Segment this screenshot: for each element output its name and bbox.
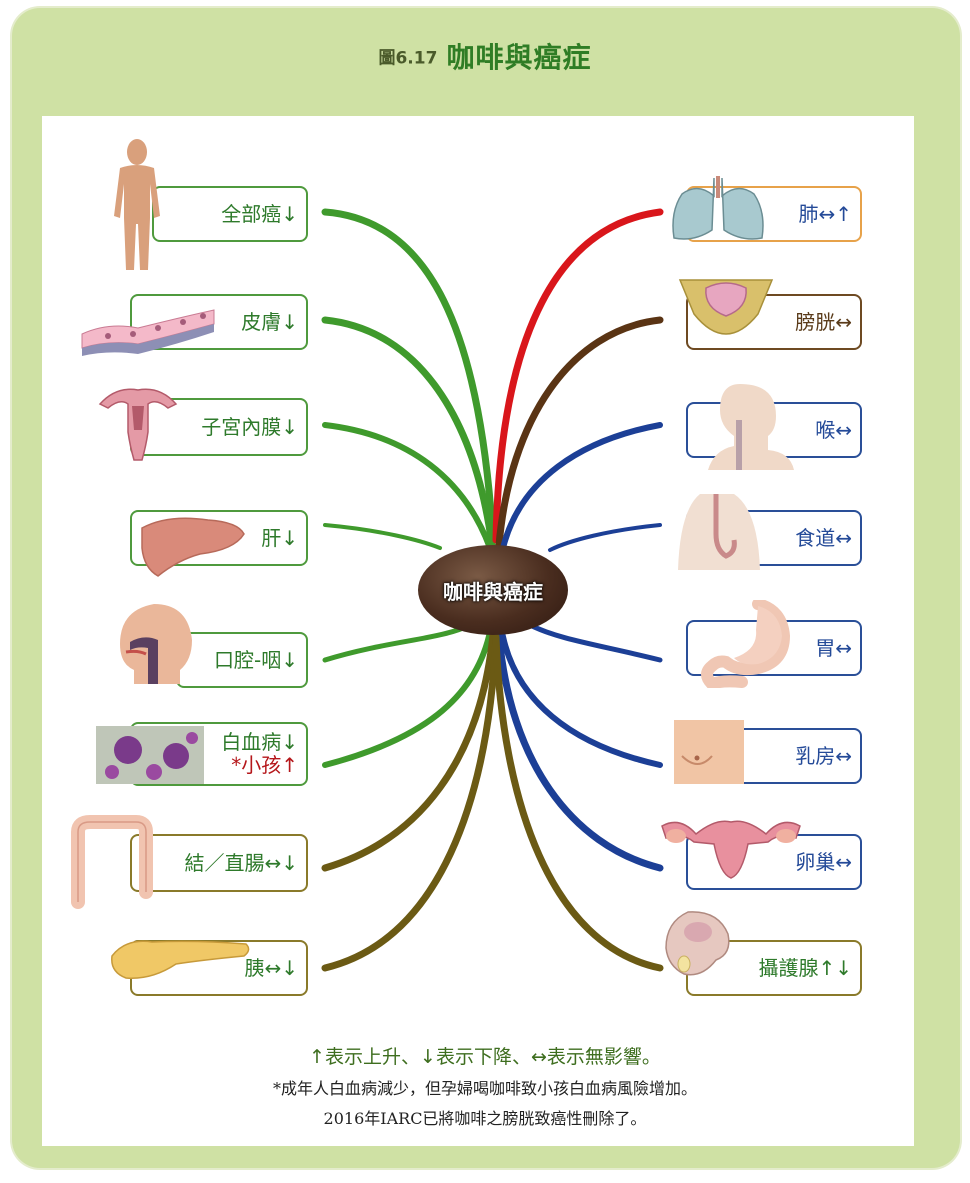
connector-prostate: [492, 633, 664, 972]
label-prostate: 攝護腺↑↓: [758, 955, 852, 980]
label-colorectal: 結／直腸↔↓: [184, 850, 298, 875]
footnote: *成年人白血病減少，但孕婦喝咖啡致小孩白血病風險增加。: [272, 1079, 697, 1098]
human-body-icon: [114, 139, 160, 270]
label-skin: 皮膚↓: [241, 309, 298, 334]
figure-title: 圖6.17 咖啡與癌症: [0, 36, 970, 76]
label-endometrium: 子宮內膜↓: [201, 414, 298, 439]
prostate-icon: [665, 911, 730, 976]
label-ovary: 卵巢↔: [795, 849, 852, 874]
label-oral-pharynx: 口腔-咽↓: [214, 647, 298, 672]
stomach-icon: [701, 600, 790, 688]
skin-tissue-icon: [81, 309, 215, 356]
legend-note: ↑表示上升、↓表示下降、↔表示無影響。: [309, 1046, 661, 1068]
connector-skin: [321, 316, 496, 549]
breast-icon: [674, 720, 744, 784]
pancreas-icon: [111, 940, 250, 979]
connector-oral: [322, 622, 473, 663]
bladder-icon: [678, 279, 774, 335]
colon-icon: [71, 815, 153, 909]
connector-all-cancer: [321, 208, 497, 544]
head-throat-icon: [120, 604, 192, 684]
center-label: 咖啡與癌症: [443, 579, 543, 604]
connector-colorectal: [321, 631, 497, 872]
connector-ovary: [495, 631, 664, 872]
label-stomach: 胃↔: [815, 635, 852, 660]
ovary-icon: [661, 820, 801, 879]
esophagus-icon: [678, 494, 760, 570]
lungs-icon: [672, 176, 764, 240]
label-leukemia: 白血病↓: [221, 730, 298, 754]
box-lung: 肺↔↑: [686, 186, 862, 242]
label-lung: 肺↔↑: [798, 201, 852, 226]
center-coffee-bean: 咖啡與癌症: [418, 545, 568, 635]
notes: ↑表示上升、↓表示下降、↔表示無影響。 *成年人白血病減少，但孕婦喝咖啡致小孩白…: [0, 1042, 970, 1135]
label-liver: 肝↓: [261, 525, 298, 550]
update-note: 2016年IARC已將咖啡之膀胱致癌性刪除了。: [323, 1109, 647, 1128]
connector-leukemia: [322, 629, 493, 768]
blood-cells-icon: [96, 726, 204, 784]
box-all-cancer: 全部癌↓: [152, 186, 308, 242]
connector-stomach: [527, 622, 663, 663]
connector-endometrium: [322, 422, 493, 551]
liver-icon: [141, 517, 245, 577]
label-all-cancer: 全部癌↓: [221, 201, 298, 226]
connector-esophagus: [548, 523, 662, 552]
connector-liver: [323, 523, 442, 550]
box-colorectal: 結／直腸↔↓: [130, 834, 308, 892]
uterus-icon: [98, 388, 178, 461]
label-larynx: 喉↔: [815, 417, 852, 442]
connector-lung: [492, 208, 664, 544]
label-pancreas: 胰↔↓: [244, 955, 298, 980]
label-esophagus: 食道↔: [795, 525, 852, 550]
connector-larynx: [500, 422, 663, 551]
box-oral-pharynx: 口腔-咽↓: [176, 632, 308, 688]
connector-bladder: [495, 316, 664, 549]
box-endometrium: 子宮內膜↓: [130, 398, 308, 456]
label-bladder: 膀胱↔: [795, 309, 852, 334]
label-leukemia-child: *小孩↑: [231, 753, 298, 777]
label-breast: 乳房↔: [795, 743, 852, 768]
connector-pancreas: [321, 633, 500, 972]
figure-number: 圖6.17: [378, 48, 438, 69]
larynx-icon: [708, 384, 794, 470]
figure-title-text: 咖啡與癌症: [446, 41, 592, 74]
connector-breast: [499, 629, 663, 768]
